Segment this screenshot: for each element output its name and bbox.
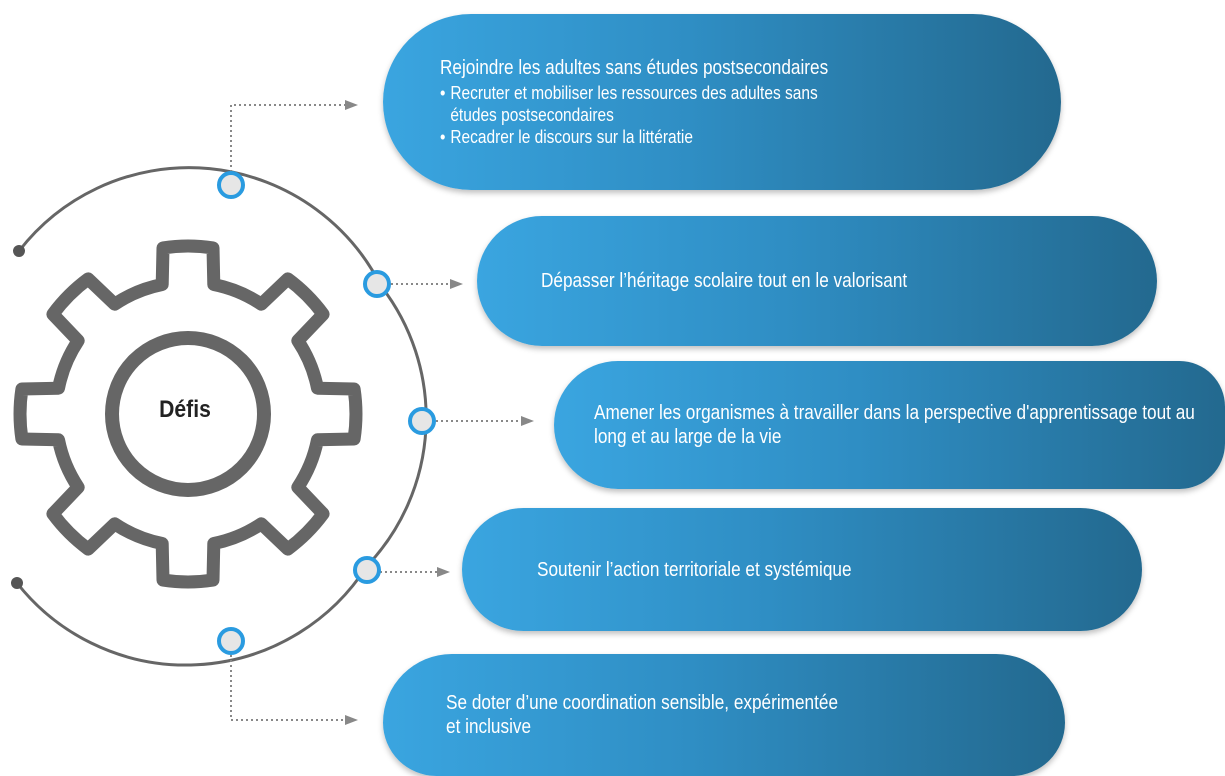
ring-node-3 — [408, 407, 436, 435]
challenge-pill-5: Se doter d’une coordination sensible, ex… — [383, 654, 1065, 776]
ring-node-2 — [363, 270, 391, 298]
challenge-title-4: Soutenir l’action territoriale et systém… — [537, 558, 852, 581]
challenge-bullet-1-1: •Recruter et mobiliser les ressources de… — [440, 82, 940, 126]
challenge-bullets-1: •Recruter et mobiliser les ressources de… — [440, 82, 1021, 148]
bullet-dot: • — [440, 127, 446, 147]
connector-1 — [230, 104, 345, 172]
challenge-title-3: Amener les organismes à travailler dans … — [594, 402, 1195, 448]
ring-node-5 — [217, 627, 245, 655]
bullet-text-line1: Recadrer le discours sur la littératie — [450, 127, 693, 147]
ring-node-1 — [217, 171, 245, 199]
ring-nodes — [217, 171, 436, 655]
ring-end-dot-top — [13, 245, 25, 257]
arrowhead-2 — [450, 279, 463, 289]
center-label: Défis — [159, 396, 211, 423]
gear-inner-ring — [105, 331, 271, 497]
challenge-pill-4: Soutenir l’action territoriale et systém… — [462, 508, 1142, 631]
ring-node-4 — [353, 556, 381, 584]
arrowhead-3 — [521, 416, 534, 426]
connector-arrowheads — [345, 100, 534, 725]
gear-icon — [13, 239, 363, 589]
challenge-title-1: Rejoindre les adultes sans études postse… — [440, 57, 829, 79]
arrowhead-1 — [345, 100, 358, 110]
connector-5 — [230, 655, 345, 721]
challenge-pill-1: Rejoindre les adultes sans études postse… — [383, 14, 1061, 190]
bullet-dot: • — [440, 83, 446, 103]
challenge-pill-2: Dépasser l’héritage scolaire tout en le … — [477, 216, 1157, 346]
arrowhead-5 — [345, 715, 358, 725]
bullet-text-line2: études postsecondaires — [450, 105, 614, 125]
outer-ring-lower-arc — [15, 565, 369, 667]
challenge-title-5: Se doter d’une coordination sensible, ex… — [446, 692, 839, 738]
arrowhead-4 — [437, 567, 450, 577]
bullet-text-line1: Recruter et mobiliser les ressources des… — [450, 83, 818, 103]
ring-end-dot-bottom — [11, 577, 23, 589]
challenge-title-2: Dépasser l’héritage scolaire tout en le … — [541, 270, 908, 292]
challenge-pill-3: Amener les organismes à travailler dans … — [554, 361, 1225, 489]
connectors — [230, 104, 521, 721]
challenge-bullet-1-2: •Recadrer le discours sur la littératie — [440, 126, 940, 148]
outer-ring-upper-arc — [17, 166, 383, 287]
